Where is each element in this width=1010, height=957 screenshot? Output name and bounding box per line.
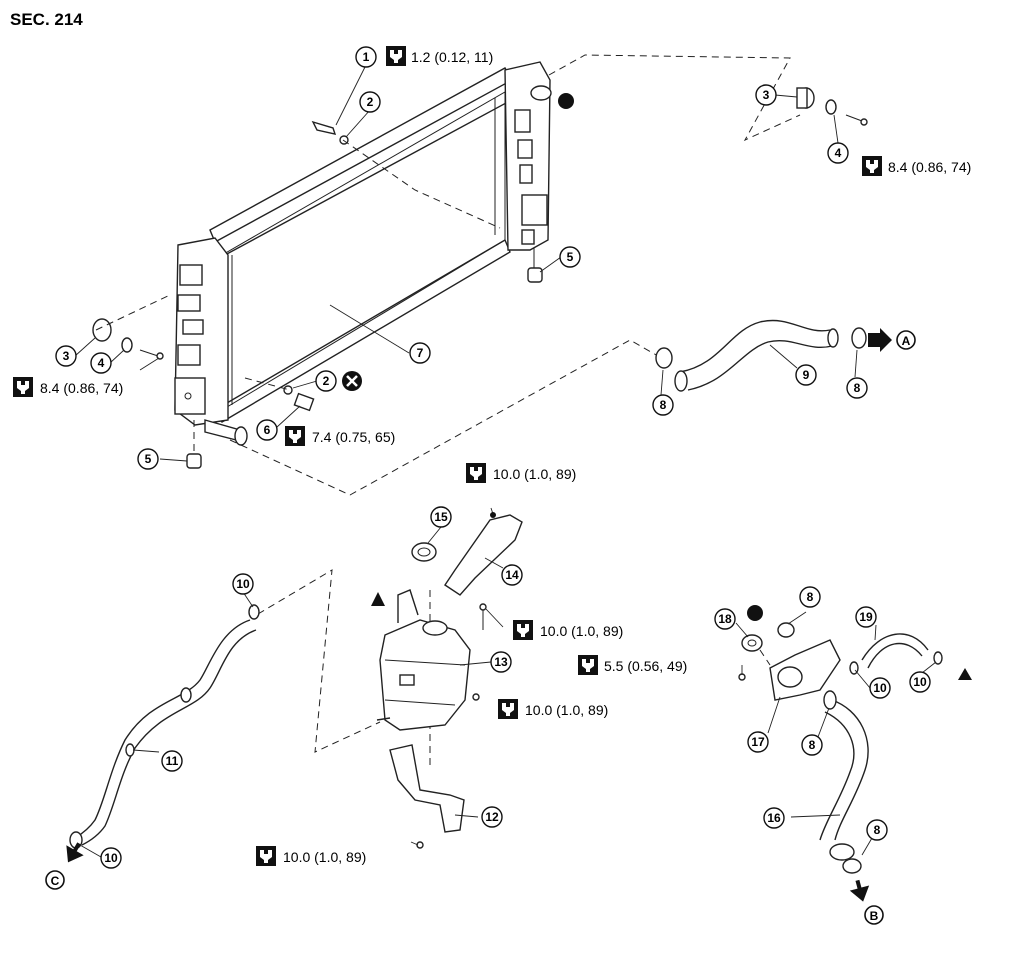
torque-label-bracket-lower: 10.0 (1.0, 89) bbox=[283, 849, 366, 865]
callout-number: 10 bbox=[236, 577, 250, 591]
callout-c9: 9 bbox=[795, 364, 817, 386]
callout-c2a: 2 bbox=[359, 91, 381, 113]
callout-number: 6 bbox=[264, 423, 271, 437]
callout-number: 8 bbox=[874, 823, 881, 837]
torque-wrench-icon bbox=[285, 426, 305, 446]
callout-number: 14 bbox=[505, 568, 519, 582]
callout-number: 8 bbox=[854, 381, 861, 395]
triangle-reference-icon bbox=[371, 592, 972, 680]
callout-number: 1 bbox=[363, 50, 370, 64]
guide-lines bbox=[95, 54, 801, 770]
torque-label-upper-mount: 8.4 (0.86, 74) bbox=[888, 159, 971, 175]
callout-number: 17 bbox=[751, 735, 765, 749]
torque-wrench-icon bbox=[862, 156, 882, 176]
callout-c16: 16 bbox=[763, 807, 785, 829]
callout-number: 10 bbox=[104, 851, 118, 865]
callout-number: 2 bbox=[323, 374, 330, 388]
callout-c11: 11 bbox=[161, 750, 183, 772]
ref-b: B bbox=[870, 909, 879, 923]
callout-number: 16 bbox=[767, 811, 781, 825]
callout-number: 5 bbox=[145, 452, 152, 466]
callout-c4b: 4 bbox=[90, 352, 112, 374]
callout-c3a: 3 bbox=[755, 84, 777, 106]
section-label: SEC. 214 bbox=[10, 10, 83, 29]
callout-number: 10 bbox=[873, 681, 887, 695]
torque-label-drain-plug: 7.4 (0.75, 65) bbox=[312, 429, 395, 445]
callout-c19: 19 bbox=[855, 606, 877, 628]
callout-number: 8 bbox=[809, 738, 816, 752]
callout-number: 4 bbox=[835, 146, 842, 160]
callout-number: 5 bbox=[567, 250, 574, 264]
callout-number: 7 bbox=[417, 346, 424, 360]
callout-c5a: 5 bbox=[559, 246, 581, 268]
torque-wrench-icon bbox=[13, 377, 33, 397]
radiator-core bbox=[174, 61, 552, 446]
callout-c12: 12 bbox=[481, 806, 503, 828]
callout-number: 2 bbox=[367, 95, 374, 109]
torque-wrench-icon bbox=[578, 655, 598, 675]
callout-number: 12 bbox=[485, 810, 499, 824]
flow-arrow-icon bbox=[66, 328, 892, 902]
callout-c8a: 8 bbox=[652, 394, 674, 416]
callout-number: 8 bbox=[660, 398, 667, 412]
filled-dot-icon bbox=[490, 93, 763, 621]
callout-c8c: 8 bbox=[799, 586, 821, 608]
callout-number: 13 bbox=[494, 655, 508, 669]
upper-radiator-hose bbox=[655, 319, 867, 392]
callout-c8d: 8 bbox=[801, 734, 823, 756]
callout-c10a: 10 bbox=[232, 573, 254, 595]
torque-wrench-icon bbox=[386, 46, 406, 66]
reference-markers: A B C bbox=[45, 330, 916, 925]
callout-number: 3 bbox=[63, 349, 70, 363]
torque-label-bracket-bolt: 10.0 (1.0, 89) bbox=[540, 623, 623, 639]
torque-label-left-mount: 8.4 (0.86, 74) bbox=[40, 380, 123, 396]
ref-c: C bbox=[51, 874, 60, 888]
callout-c14: 14 bbox=[501, 564, 523, 586]
callout-number: 10 bbox=[913, 675, 927, 689]
torque-wrench-icon bbox=[513, 620, 533, 640]
ref-a: A bbox=[902, 334, 911, 348]
callout-c3b: 3 bbox=[55, 345, 77, 367]
callout-number: 4 bbox=[98, 356, 105, 370]
reservoir-tank bbox=[376, 514, 523, 849]
torque-wrench-icon bbox=[498, 699, 518, 719]
never-reuse-x-icon bbox=[342, 371, 362, 391]
callout-c6: 6 bbox=[256, 419, 278, 441]
callout-c8e: 8 bbox=[866, 819, 888, 841]
torque-wrench-icon bbox=[466, 463, 486, 483]
callout-number: 15 bbox=[434, 510, 448, 524]
reservoir-hose bbox=[69, 604, 260, 849]
torque-label-drain-cock: 1.2 (0.12, 11) bbox=[411, 49, 493, 65]
callout-c7: 7 bbox=[409, 342, 431, 364]
callout-leaders bbox=[74, 64, 937, 858]
callout-c1: 1 bbox=[355, 46, 377, 68]
callout-number: 9 bbox=[803, 368, 810, 382]
torque-label-reservoir: 10.0 (1.0, 89) bbox=[525, 702, 608, 718]
callout-number: 11 bbox=[166, 754, 179, 768]
torque-wrench-icon bbox=[256, 846, 276, 866]
torque-label-water-outlet: 5.5 (0.56, 49) bbox=[604, 658, 687, 674]
callout-number: 8 bbox=[807, 590, 814, 604]
water-outlet-assembly bbox=[738, 622, 943, 874]
callout-number: 3 bbox=[763, 88, 770, 102]
callout-c10b: 10 bbox=[100, 847, 122, 869]
torque-label-bracket-top: 10.0 (1.0, 89) bbox=[493, 466, 576, 482]
callout-c15: 15 bbox=[430, 506, 452, 528]
callout-c13: 13 bbox=[490, 651, 512, 673]
callout-c2b: 2 bbox=[315, 370, 337, 392]
callout-c4a: 4 bbox=[827, 142, 849, 164]
callout-number: 18 bbox=[718, 612, 732, 626]
torque-specs: 1.2 (0.12, 11) 8.4 (0.86, 74) 8.4 (0.86,… bbox=[13, 46, 971, 866]
callout-c10c: 10 bbox=[869, 677, 891, 699]
callout-c10d: 10 bbox=[909, 671, 931, 693]
callout-number: 19 bbox=[859, 610, 873, 624]
callout-c8b: 8 bbox=[846, 377, 868, 399]
callout-c17: 17 bbox=[747, 731, 769, 753]
callout-c5b: 5 bbox=[137, 448, 159, 470]
callout-c18: 18 bbox=[714, 608, 736, 630]
